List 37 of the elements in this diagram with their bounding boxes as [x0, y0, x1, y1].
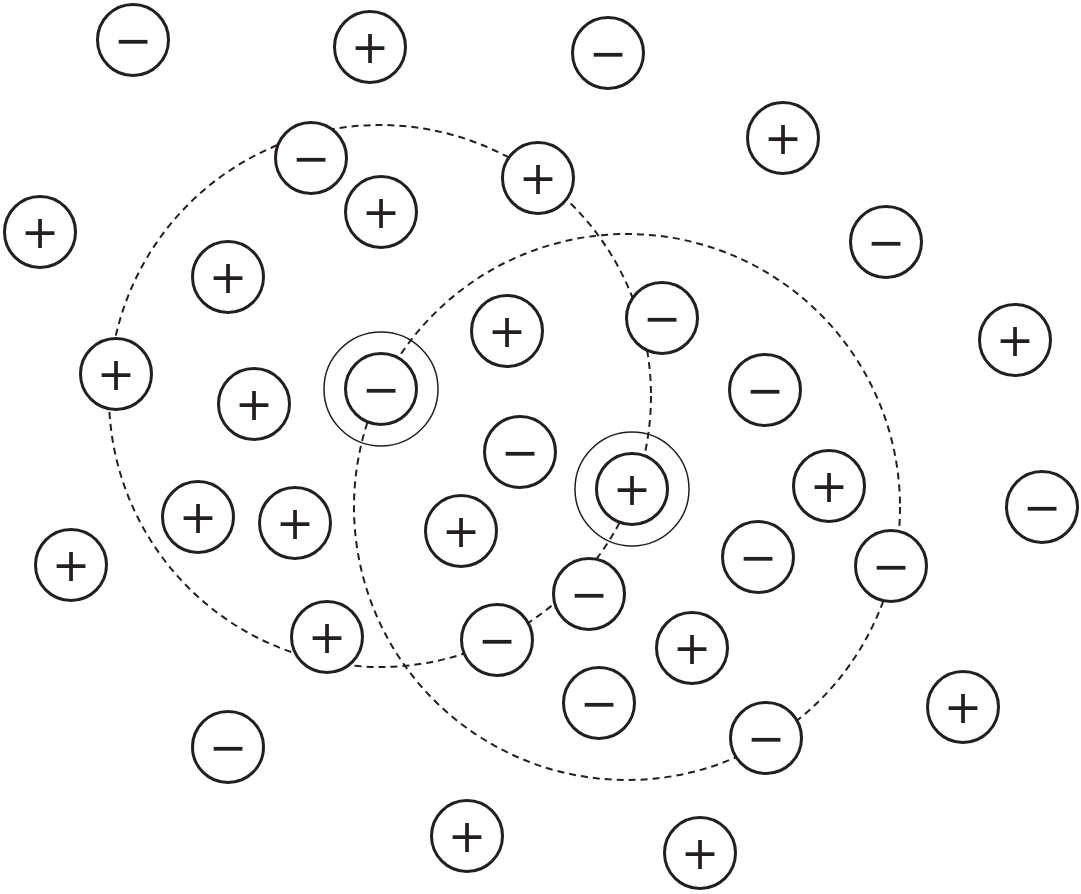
charge-sign: −	[866, 219, 906, 265]
charge-sign: +	[361, 189, 401, 235]
charge-sign: +	[612, 466, 652, 512]
charge-sign: −	[1022, 484, 1062, 530]
charge-sign: +	[447, 813, 487, 859]
charge-sign: +	[275, 500, 315, 546]
charge-sign: −	[569, 571, 609, 617]
charge-sign: −	[477, 617, 517, 663]
charge-sign: −	[579, 680, 619, 726]
charge-sign: −	[738, 534, 778, 580]
charge-sign: +	[680, 830, 720, 876]
charge-sign: −	[361, 366, 401, 412]
charge-sign: +	[487, 308, 527, 354]
charge-sign: +	[518, 155, 558, 201]
charge-sign: +	[96, 351, 136, 397]
charge-sign: −	[871, 543, 911, 589]
charge-sign: −	[500, 429, 540, 475]
charge-sign: −	[208, 724, 248, 770]
charge-sign: −	[588, 30, 628, 76]
charge-sign: +	[178, 494, 218, 540]
charge-sign: +	[51, 542, 91, 588]
charge-sign: +	[208, 254, 248, 300]
charge-sign: +	[234, 381, 274, 427]
charge-sign: −	[746, 715, 786, 761]
charge-sign: +	[441, 508, 481, 554]
charge-sign: −	[745, 367, 785, 413]
charge-sign: +	[672, 625, 712, 671]
charge-sign: −	[113, 17, 153, 63]
charge-sign: +	[995, 317, 1035, 363]
charge-sign: +	[307, 614, 347, 660]
charge-sign: +	[763, 115, 803, 161]
charge-sign: −	[642, 295, 682, 341]
charge-sign: −	[291, 135, 331, 181]
charge-sign: +	[20, 209, 60, 255]
charge-sign: +	[350, 24, 390, 70]
charge-sign: +	[943, 684, 983, 730]
charge-sign: +	[809, 463, 849, 509]
